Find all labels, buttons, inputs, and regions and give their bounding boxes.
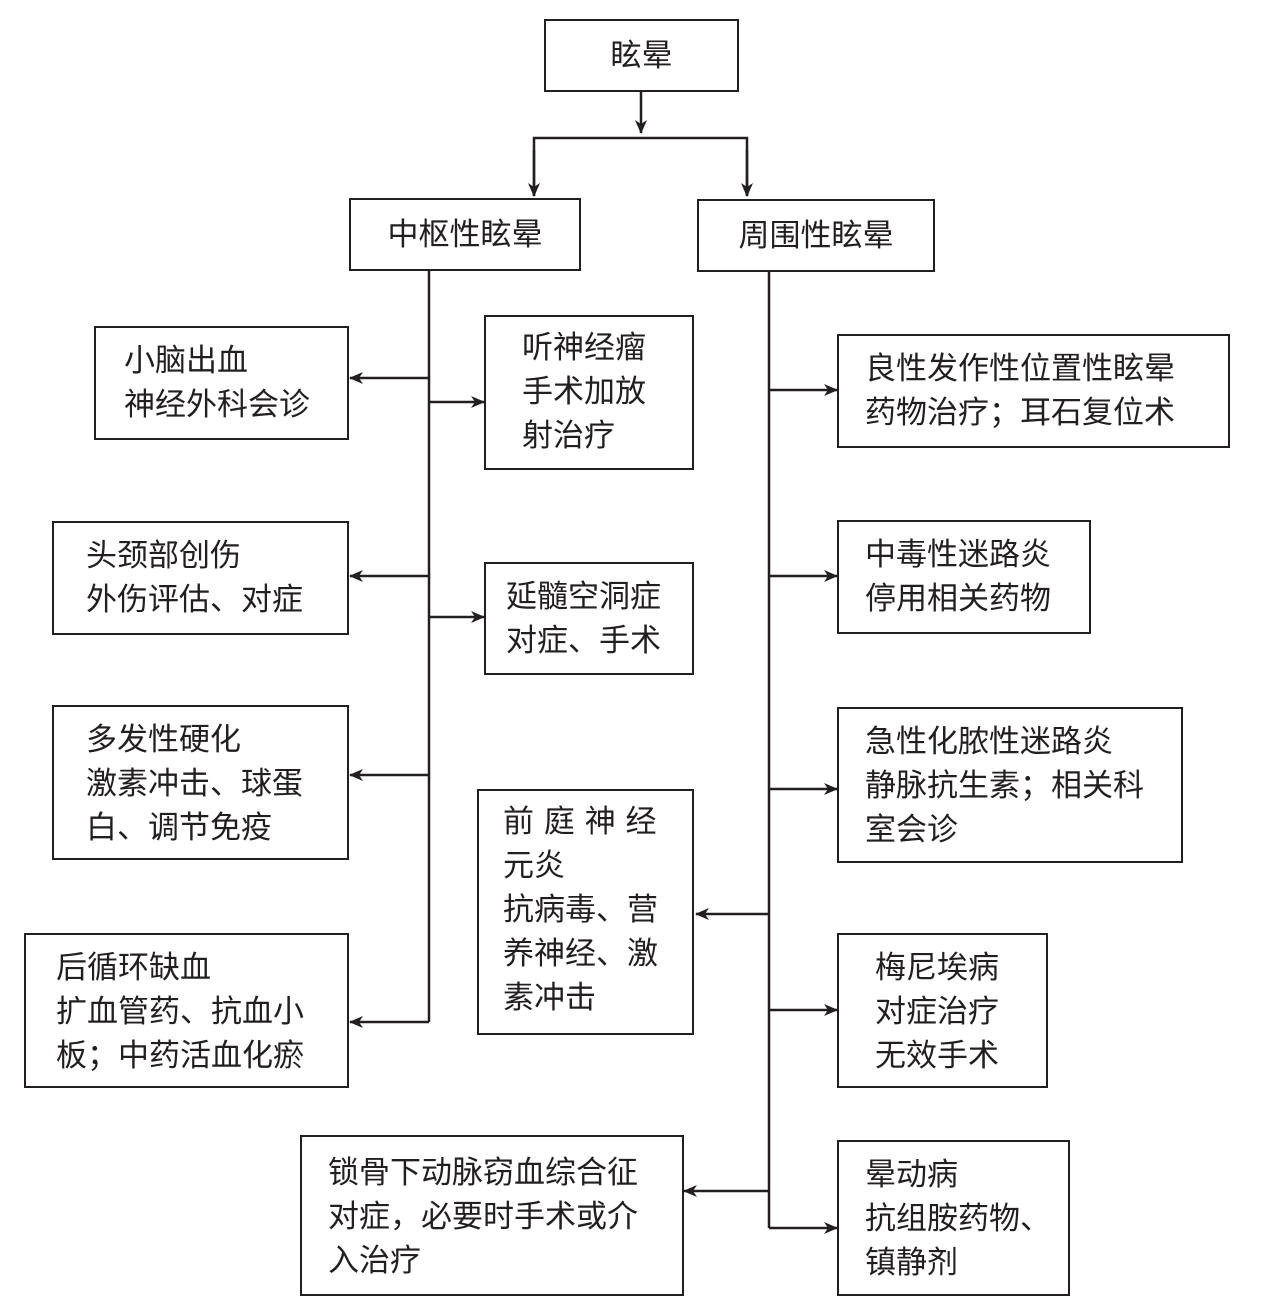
- node-line: 对症、手术: [506, 623, 661, 659]
- node-line: 延髓空洞症: [506, 579, 661, 615]
- multiple-sclerosis-node: 多发性硬化 激素冲击、球蛋 白、调节免疫: [52, 705, 349, 860]
- root-label: 眩晕: [610, 38, 673, 74]
- node-line: 静脉抗生素；相关科: [865, 768, 1144, 804]
- node-line: 板；中药活血化瘀: [56, 1038, 304, 1074]
- connector-split: [532, 136, 749, 196]
- node-line: 急性化脓性迷路炎: [865, 724, 1113, 760]
- head-neck-trauma-node: 头颈部创伤 外伤评估、对症: [52, 521, 349, 635]
- syringobulbia-node: 延髓空洞症 对症、手术: [484, 562, 694, 675]
- acoustic-neuroma-node: 听神经瘤 手术加放 射治疗: [484, 315, 694, 470]
- node-line: 中毒性迷路炎: [865, 537, 1051, 573]
- node-line: 室会诊: [865, 812, 958, 848]
- peripheral-vertigo-title: 周围性眩晕: [738, 218, 894, 254]
- node-line: 听神经瘤: [522, 330, 646, 366]
- node-line: 素冲击: [503, 980, 596, 1016]
- node-line: 激素冲击、球蛋: [86, 766, 303, 802]
- peripheral-vertigo-node: 周围性眩晕: [697, 199, 935, 272]
- node-line: 小脑出血: [124, 343, 248, 379]
- node-line: 抗病毒、营: [503, 892, 658, 928]
- node-line: 前 庭 神 经: [503, 804, 657, 840]
- central-vertigo-node: 中枢性眩晕: [349, 198, 581, 271]
- node-line: 入治疗: [328, 1243, 421, 1279]
- posterior-circulation-ischemia-node: 后循环缺血 扩血管药、抗血小 板；中药活血化瘀: [24, 933, 349, 1088]
- node-line: 外伤评估、对症: [86, 582, 303, 618]
- toxic-labyrinthitis-node: 中毒性迷路炎 停用相关药物: [837, 520, 1091, 634]
- cerebellar-hemorrhage-node: 小脑出血 神经外科会诊: [94, 326, 349, 440]
- node-line: 头颈部创伤: [86, 538, 241, 574]
- node-line: 停用相关药物: [865, 581, 1051, 617]
- node-line: 后循环缺血: [56, 950, 211, 986]
- bppv-node: 良性发作性位置性眩晕 药物治疗；耳石复位术: [837, 334, 1230, 448]
- node-line: 镇静剂: [865, 1245, 958, 1281]
- vestibular-neuritis-node: 前 庭 神 经 元炎 抗病毒、营 养神经、激 素冲击: [477, 789, 694, 1035]
- node-line: 对症，必要时手术或介: [328, 1199, 638, 1235]
- suppurative-labyrinthitis-node: 急性化脓性迷路炎 静脉抗生素；相关科 室会诊: [837, 707, 1183, 863]
- node-line: 射治疗: [522, 418, 615, 454]
- node-line: 养神经、激: [503, 936, 658, 972]
- node-line: 神经外科会诊: [124, 387, 310, 423]
- node-line: 元炎: [503, 848, 565, 884]
- node-line: 扩血管药、抗血小: [56, 994, 304, 1030]
- node-line: 锁骨下动脉窃血综合征: [328, 1155, 638, 1191]
- node-line: 多发性硬化: [86, 722, 241, 758]
- node-line: 手术加放: [522, 374, 646, 410]
- central-vertigo-title: 中枢性眩晕: [387, 217, 543, 253]
- root-node: 眩晕: [544, 19, 739, 92]
- node-line: 无效手术: [875, 1038, 999, 1074]
- node-line: 梅尼埃病: [875, 950, 999, 986]
- node-line: 药物治疗；耳石复位术: [865, 395, 1175, 431]
- node-line: 抗组胺药物、: [865, 1201, 1051, 1237]
- meniere-disease-node: 梅尼埃病 对症治疗 无效手术: [837, 933, 1048, 1088]
- node-line: 良性发作性位置性眩晕: [865, 351, 1175, 387]
- node-line: 白、调节免疫: [86, 810, 272, 846]
- node-line: 晕动病: [865, 1157, 958, 1193]
- subclavian-steal-node: 锁骨下动脉窃血综合征 对症，必要时手术或介 入治疗: [300, 1135, 684, 1296]
- node-line: 对症治疗: [875, 994, 999, 1030]
- motion-sickness-node: 晕动病 抗组胺药物、 镇静剂: [837, 1140, 1070, 1296]
